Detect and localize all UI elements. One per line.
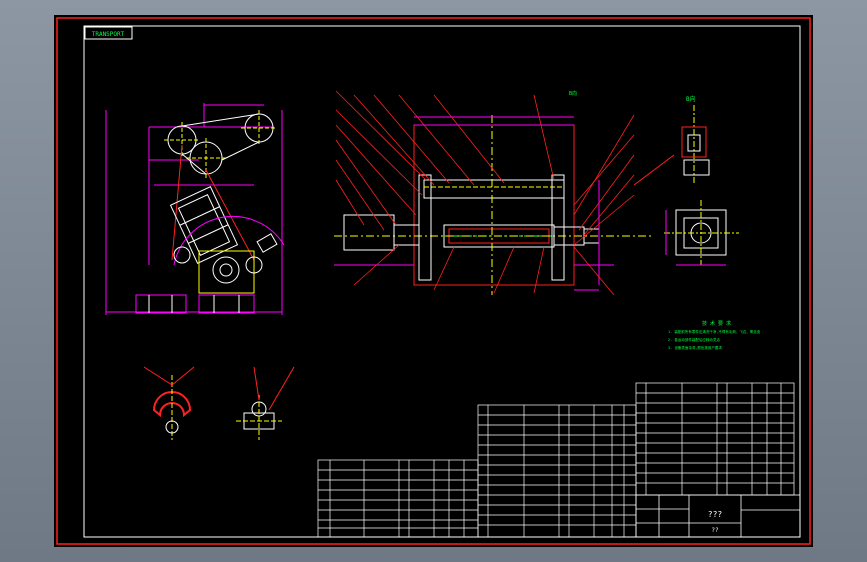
outer-frame <box>56 17 811 545</box>
view-label-top: B向 <box>569 90 577 97</box>
note-3: 3. 设备表面涂漆,颜色按用户要求 <box>668 345 722 350</box>
parts-list-left <box>317 459 479 538</box>
parts-list-right <box>635 382 795 496</box>
front-view: B向 <box>334 90 654 296</box>
side-view <box>105 103 285 315</box>
detail-views: B向 <box>633 95 739 266</box>
section-details <box>143 366 295 440</box>
note-1: 1. 装配前所有零件应清洗干净,不得有毛刺、飞边、氧化皮 <box>668 329 761 334</box>
view-label-b: B向 <box>686 95 696 103</box>
parts-list-middle <box>477 404 637 538</box>
title-block <box>635 494 801 538</box>
drawing-sheet: TRANSPORT <box>54 15 813 547</box>
technical-notes: 技 术 要 求 1. 装配前所有零件应清洗干净,不得有毛刺、飞边、氧化皮 2. … <box>668 320 761 350</box>
drawing-name: ??? <box>708 510 723 519</box>
drawing-tag: TRANSPORT <box>92 31 125 38</box>
company-name: ?? <box>711 527 719 534</box>
drawing-canvas: TRANSPORT <box>56 17 811 545</box>
drawing-tag-box <box>84 26 133 40</box>
note-2: 2. 各运动部件装配后应转动灵活 <box>668 337 720 342</box>
notes-title: 技 术 要 求 <box>702 320 731 327</box>
